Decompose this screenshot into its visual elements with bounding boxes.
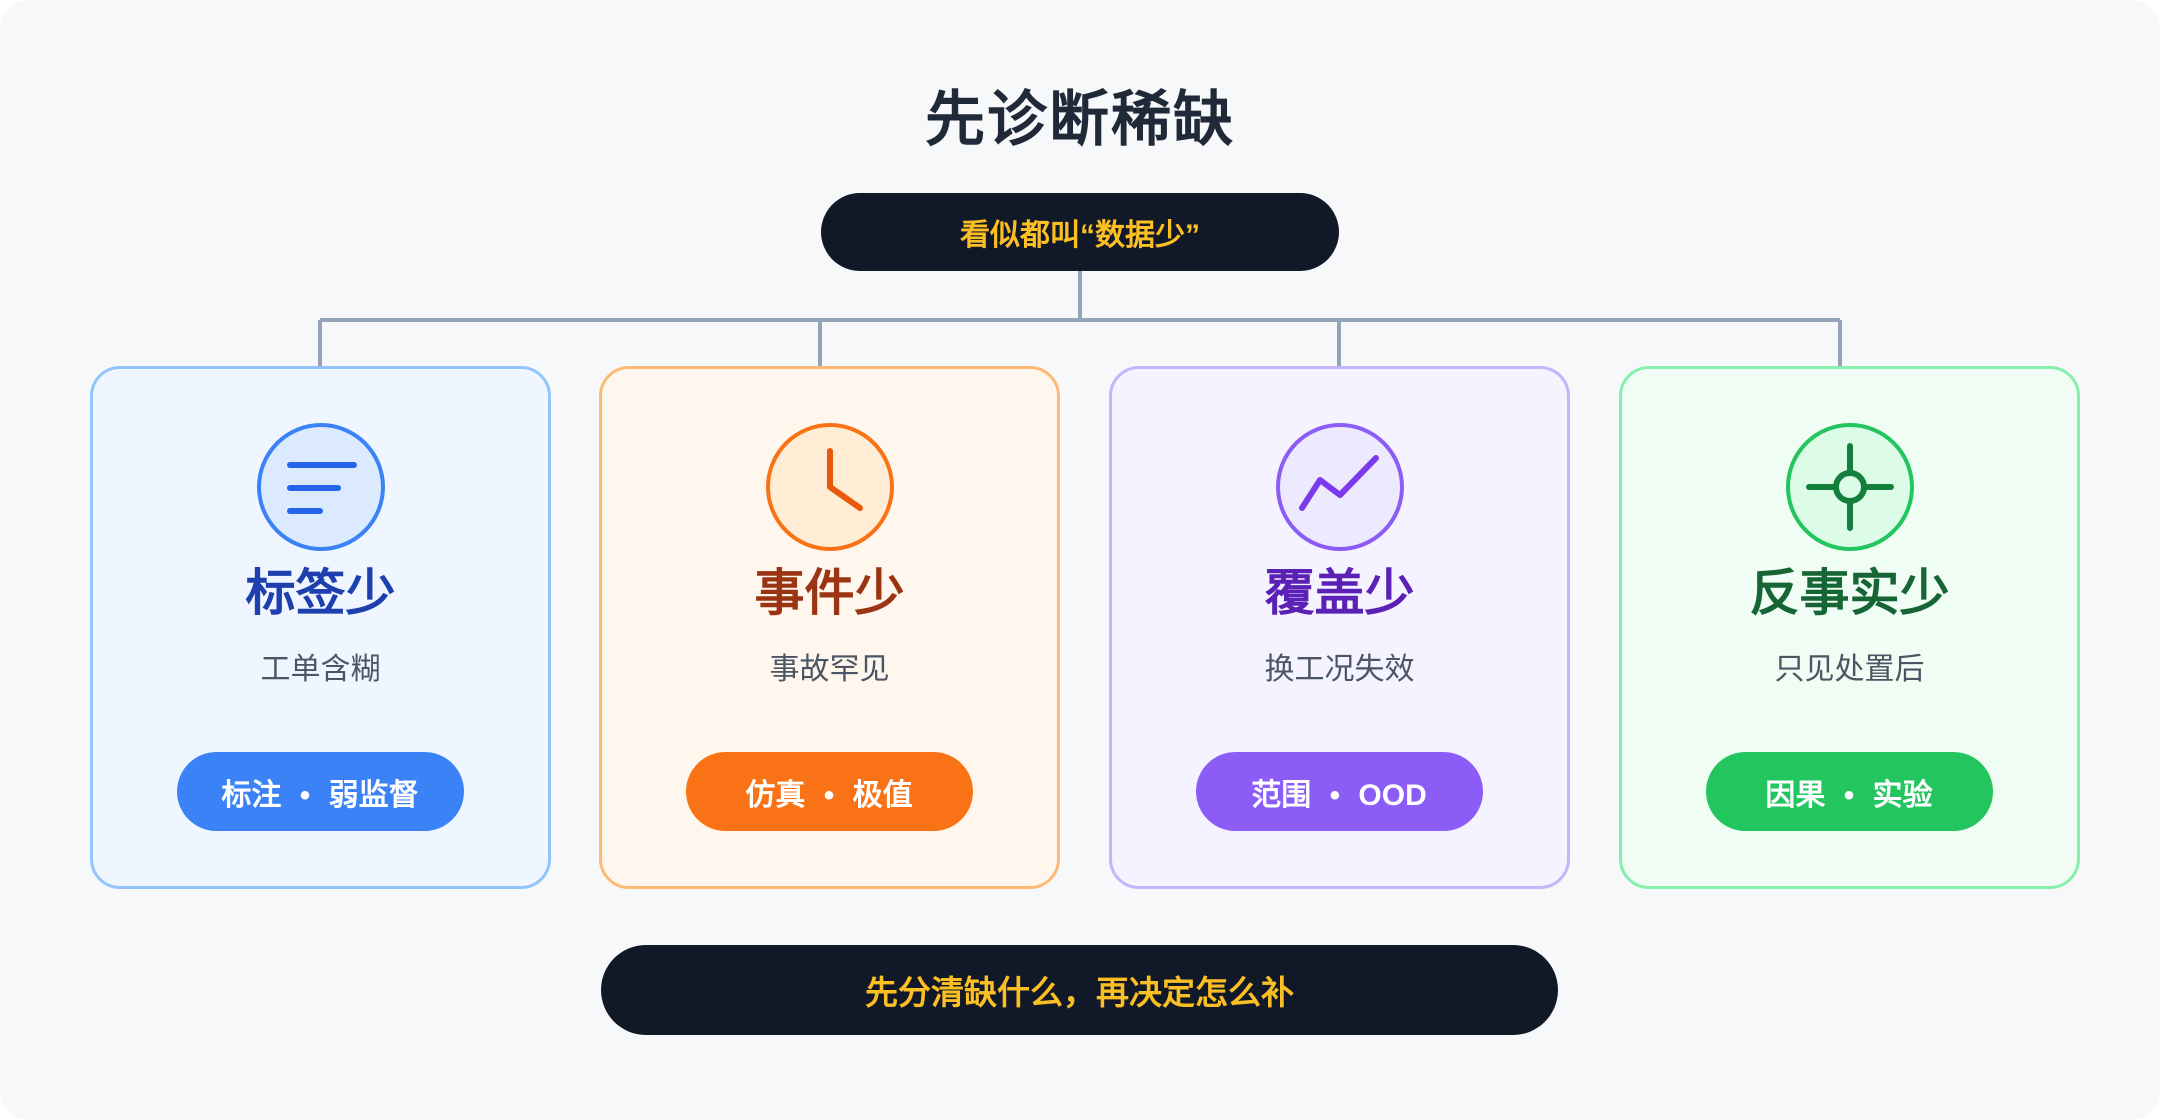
- card-subtitle: 换工况失效: [1264, 653, 1415, 686]
- top-banner: 看似都叫“数据少”: [821, 193, 1339, 271]
- card-action-badge: 范围 • OOD: [1195, 752, 1483, 831]
- card-subtitle: 事故罕见: [769, 653, 890, 686]
- crosshair-icon: [1785, 422, 1915, 552]
- card-title: 标签少: [245, 565, 396, 621]
- card-title: 事件少: [754, 565, 905, 621]
- bottom-banner: 先分清缺什么，再决定怎么补: [601, 945, 1558, 1035]
- clock-icon: [765, 422, 895, 552]
- card-subtitle: 工单含糊: [260, 653, 381, 686]
- align-left-icon: [256, 422, 386, 552]
- card-event-scarcity: 事件少 事故罕见 仿真 • 极值: [599, 366, 1060, 889]
- card-title: 覆盖少: [1264, 565, 1415, 621]
- card-title: 反事实少: [1749, 565, 1950, 621]
- card-coverage-scarcity: 覆盖少 换工况失效 范围 • OOD: [1109, 366, 1570, 889]
- card-label-scarcity: 标签少 工单含糊 标注 • 弱监督: [90, 366, 551, 889]
- card-action-badge: 因果 • 实验: [1705, 752, 1993, 831]
- page-title: 先诊断稀缺: [925, 86, 1235, 153]
- card-counterfactual-scarcity: 反事实少 只见处置后 因果 • 实验: [1619, 366, 2080, 889]
- card-subtitle: 只见处置后: [1774, 653, 1925, 686]
- trend-line-icon: [1275, 422, 1405, 552]
- card-action-badge: 仿真 • 极值: [685, 752, 973, 831]
- card-action-badge: 标注 • 弱监督: [176, 752, 464, 831]
